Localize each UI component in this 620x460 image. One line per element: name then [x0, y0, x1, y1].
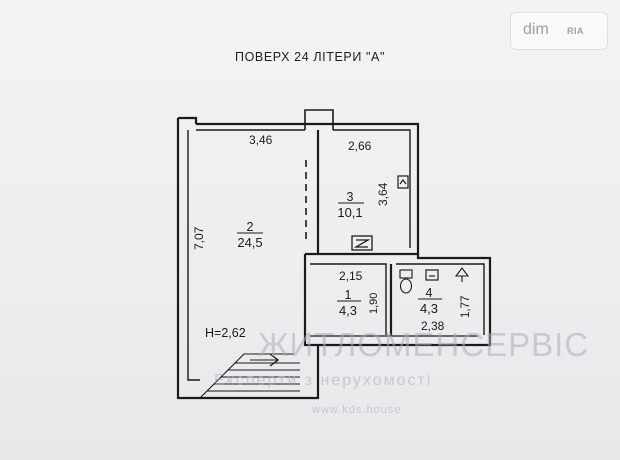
room4-length: 1,77: [460, 296, 472, 318]
room1-number: 1: [345, 288, 352, 302]
ventilation-shaft-icon: [351, 235, 373, 251]
wall-room1-left: [303, 254, 318, 347]
room3-width: 2,66: [348, 139, 372, 153]
watermark-logo-ria: RIA: [567, 26, 584, 36]
room4-width: 2,38: [421, 319, 445, 333]
watermark-logo-dim: dim: [523, 21, 549, 38]
outer-wall-upper-right-block: [305, 252, 492, 340]
stairs-icon: [199, 353, 300, 399]
room3-area: 10,1: [337, 205, 362, 220]
room2-width: 3,46: [249, 133, 273, 147]
ceiling-height: H=2,62: [205, 326, 246, 340]
walls: [176, 109, 492, 400]
watermark-tagline: Експерти з нерухомості: [214, 372, 433, 389]
room1-width: 2,15: [339, 269, 363, 283]
room2-length: 7,07: [192, 226, 206, 250]
room3-length: 3,64: [376, 182, 390, 206]
sink-icon: [425, 269, 439, 281]
room3-number: 3: [347, 190, 354, 204]
watermark-site: www.kds.house: [312, 404, 402, 416]
water-heater-icon: [454, 267, 470, 282]
outer-wall-top-right: [196, 122, 420, 254]
inner-wall-left: [187, 130, 200, 381]
electrical-outlet-icon: [397, 175, 409, 189]
watermark-brand: ЖИТЛОМЕНСЕРВІС: [258, 326, 590, 363]
outer-wall-bottom-right: [318, 340, 492, 347]
room2-area: 24,5: [237, 235, 262, 250]
room1-length: 1,90: [368, 293, 380, 314]
dim-ria-watermark-logo: dim RIA: [510, 12, 608, 50]
room2-number: 2: [247, 220, 254, 234]
plan-title: ПОВЕРХ 24 ЛІТЕРИ "А": [234, 50, 385, 64]
room4-number: 4: [426, 286, 433, 300]
toilet-icon: [399, 269, 413, 294]
outer-wall-left-bottom: [176, 118, 320, 400]
room1-area: 4,3: [339, 303, 357, 318]
room1-inner-wall: [310, 263, 387, 335]
room3-inner-wall: [333, 129, 411, 248]
room4-area: 4,3: [420, 301, 438, 316]
room4-inner-wall: [396, 263, 485, 335]
outer-wall-top-left-corner: [178, 116, 198, 124]
wall-niche: [304, 109, 334, 130]
